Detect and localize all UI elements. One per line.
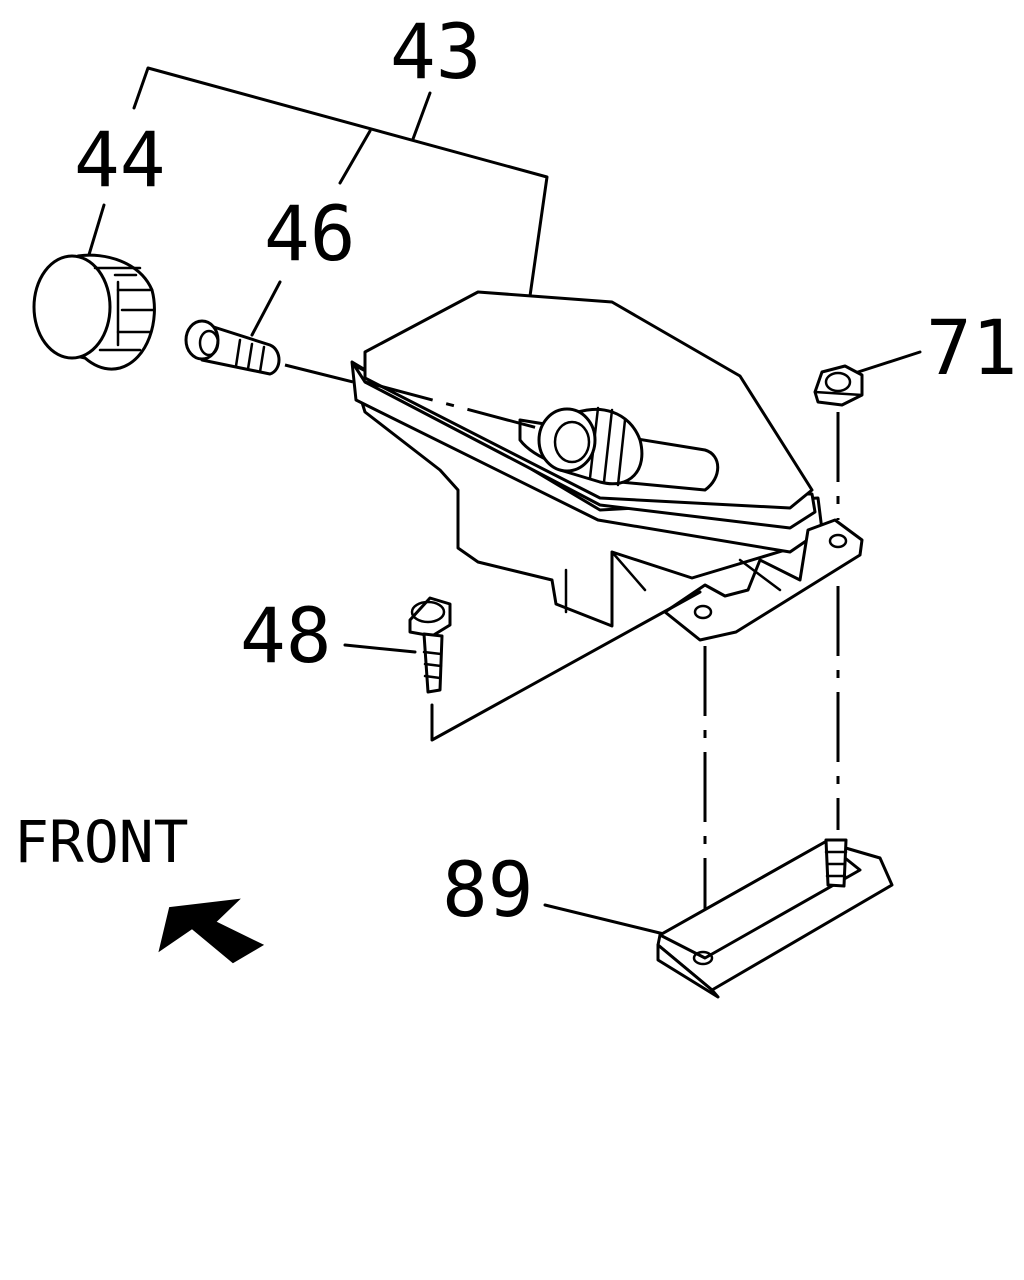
part-44-cap [32, 203, 156, 371]
callout-44: 44 [74, 115, 166, 204]
part-89-base [543, 838, 894, 999]
callout-89: 89 [442, 845, 534, 934]
front-label: FRONT [14, 808, 189, 876]
front-arrow-icon [158, 898, 265, 964]
callout-48: 48 [240, 591, 332, 680]
callout-46: 46 [264, 189, 356, 278]
callout-43: 43 [390, 7, 482, 96]
bracket-43 [132, 66, 549, 298]
callout-71: 71 [926, 303, 1018, 392]
part-71-nut [813, 350, 922, 520]
part-48-bolt [343, 590, 702, 742]
part-43-reservoir [350, 290, 864, 642]
